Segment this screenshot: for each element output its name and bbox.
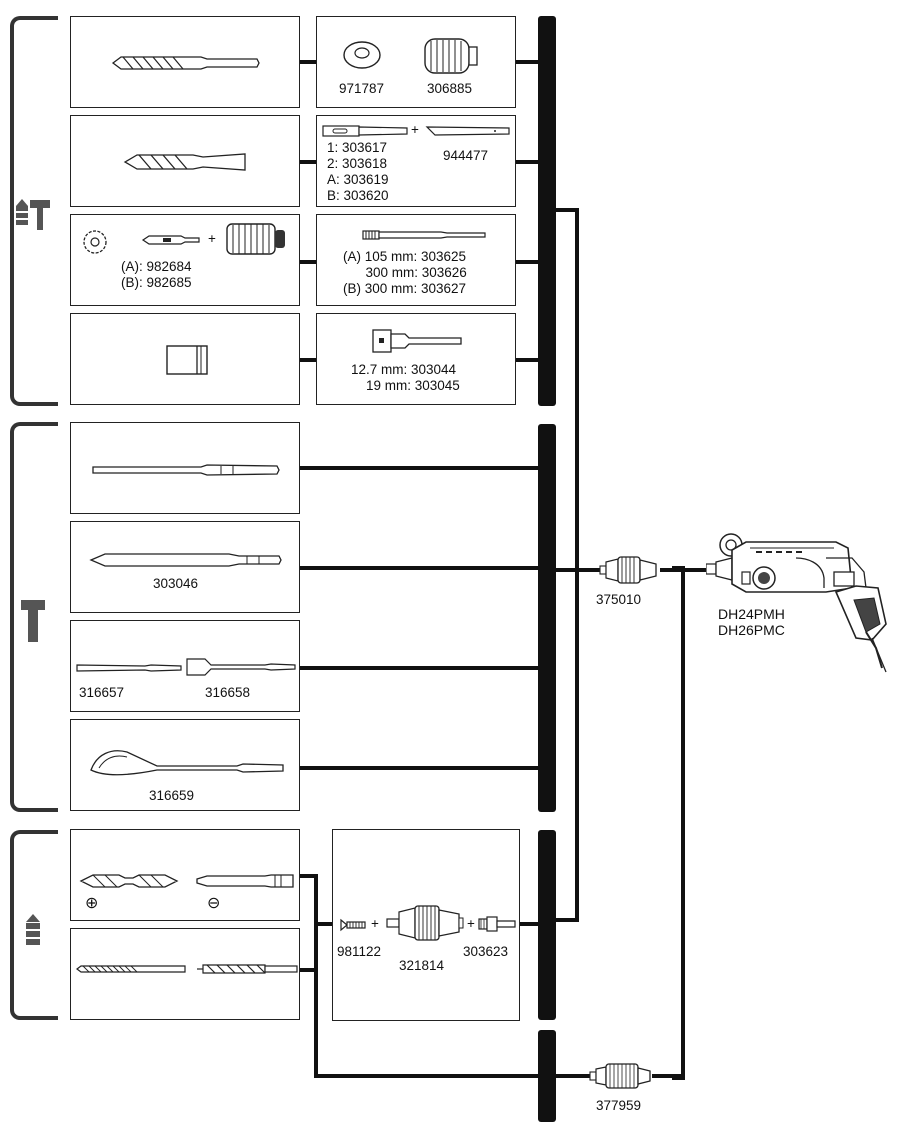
plus-sign-chuck-1: + [371, 916, 379, 931]
chuck-screw-icon [340, 918, 366, 932]
hex-socket-icon [166, 345, 208, 375]
part-number-316657: 316657 [79, 685, 125, 700]
accessory-box-socket-adapter: 12.7 mm: 303044 19 mm: 303045 [316, 313, 516, 405]
part-numbers-taper-adapter: 1: 303617 2: 303618 A: 303619 B: 303620 [327, 140, 389, 203]
bus-bar-1 [538, 16, 556, 406]
wood-drill-bit-icon [197, 964, 298, 974]
part-numbers-extension-shank: (A) 105 mm: 303625 300 mm: 303626 (B) 30… [343, 249, 467, 296]
bus-bar-3 [538, 830, 556, 1020]
accessory-box-socket [70, 313, 300, 405]
bus-bar-4 [538, 1030, 556, 1122]
bus-bar-2 [538, 424, 556, 812]
wide-chisel-icon [186, 658, 296, 676]
center-pin-icon [83, 230, 107, 254]
slotted-symbol: ⊖ [207, 895, 221, 912]
taper-shank-adapter-icon [322, 125, 408, 137]
core-bit-adapter-icon [141, 235, 200, 245]
part-number-321814: 321814 [399, 958, 445, 973]
part-number-377959: 377959 [596, 1098, 642, 1113]
part-number-303046: 303046 [153, 576, 199, 591]
part-number-303623: 303623 [463, 944, 509, 959]
accessory-box-extension-shank: (A) 105 mm: 303625 300 mm: 303626 (B) 30… [316, 214, 516, 306]
dust-cup-icon [343, 41, 381, 69]
part-number-306885: 306885 [427, 81, 473, 96]
phillips-symbol: ⊕ [85, 895, 99, 912]
mode-bracket-rotary-hammer [10, 16, 58, 406]
tool-model-names: DH24PMH DH26PMC [718, 606, 785, 638]
sds-drill-bit-icon [111, 56, 260, 70]
bull-point-icon [92, 464, 280, 476]
core-bit-icon [226, 223, 285, 255]
chuck-adapter-icon [478, 916, 516, 932]
extension-shank-icon [362, 230, 486, 240]
rotary-hammer-mode-icon [16, 199, 50, 230]
part-number-971787: 971787 [339, 81, 385, 96]
phillips-bit-icon [79, 874, 179, 888]
part-number-316659: 316659 [149, 788, 195, 803]
keyless-chuck-icon [589, 1063, 651, 1089]
accessory-box-taper-adapter: + 1: 303617 2: 303618 A: 303619 B: 30362… [316, 115, 516, 207]
taper-shank-drill-icon [123, 153, 246, 171]
part-numbers-core-bit: (A): 982684 (B): 982685 [121, 259, 192, 290]
part-number-375010: 375010 [596, 592, 642, 607]
scoop-chisel-icon [90, 750, 284, 776]
accessory-box-pointed-chisel: 303046 [70, 521, 300, 613]
metal-drill-bit-icon [76, 965, 186, 973]
accessory-box-screwdriver-bits: ⊕ ⊖ [70, 829, 300, 921]
accessory-box-scoop-chisel: 316659 [70, 719, 300, 811]
drill-chuck-icon [386, 905, 464, 941]
part-number-981122: 981122 [337, 944, 382, 959]
plus-sign: + [411, 122, 419, 137]
accessory-box-bull-point [70, 422, 300, 514]
mode-bracket-rotation [10, 830, 58, 1020]
pointed-chisel-icon [89, 553, 282, 567]
slotted-bit-icon [196, 874, 294, 888]
mode-bracket-hammer [10, 422, 58, 812]
accessory-box-sds-drill [70, 16, 300, 108]
plus-sign-chuck-2: + [467, 916, 475, 931]
part-number-944477: 944477 [443, 148, 489, 163]
accessory-box-drill-bits [70, 928, 300, 1020]
socket-adapter-icon [372, 329, 462, 353]
part-number-316658: 316658 [205, 685, 251, 700]
flat-chisel-icon [76, 664, 182, 672]
hammer-only-mode-icon [21, 600, 45, 642]
accessory-box-core-bit: + (A): 982684 (B): 982685 [70, 214, 300, 306]
part-numbers-socket-adapter: 12.7 mm: 303044 19 mm: 303045 [351, 362, 460, 393]
accessory-box-flat-chisels: 316657 316658 [70, 620, 300, 712]
accessory-box-dust-cup: 971787 306885 [316, 16, 516, 108]
plus-sign-core: + [208, 231, 216, 246]
cotter-icon [425, 126, 510, 136]
accessory-box-chuck-set: + + 981122 321814 303623 [332, 829, 520, 1021]
accessory-box-taper-drill [70, 115, 300, 207]
dust-collector-icon [424, 38, 478, 74]
rotary-hammer-tool-icon [706, 533, 887, 673]
quick-chuck-icon [599, 556, 657, 584]
rotation-only-mode-icon [26, 914, 40, 945]
